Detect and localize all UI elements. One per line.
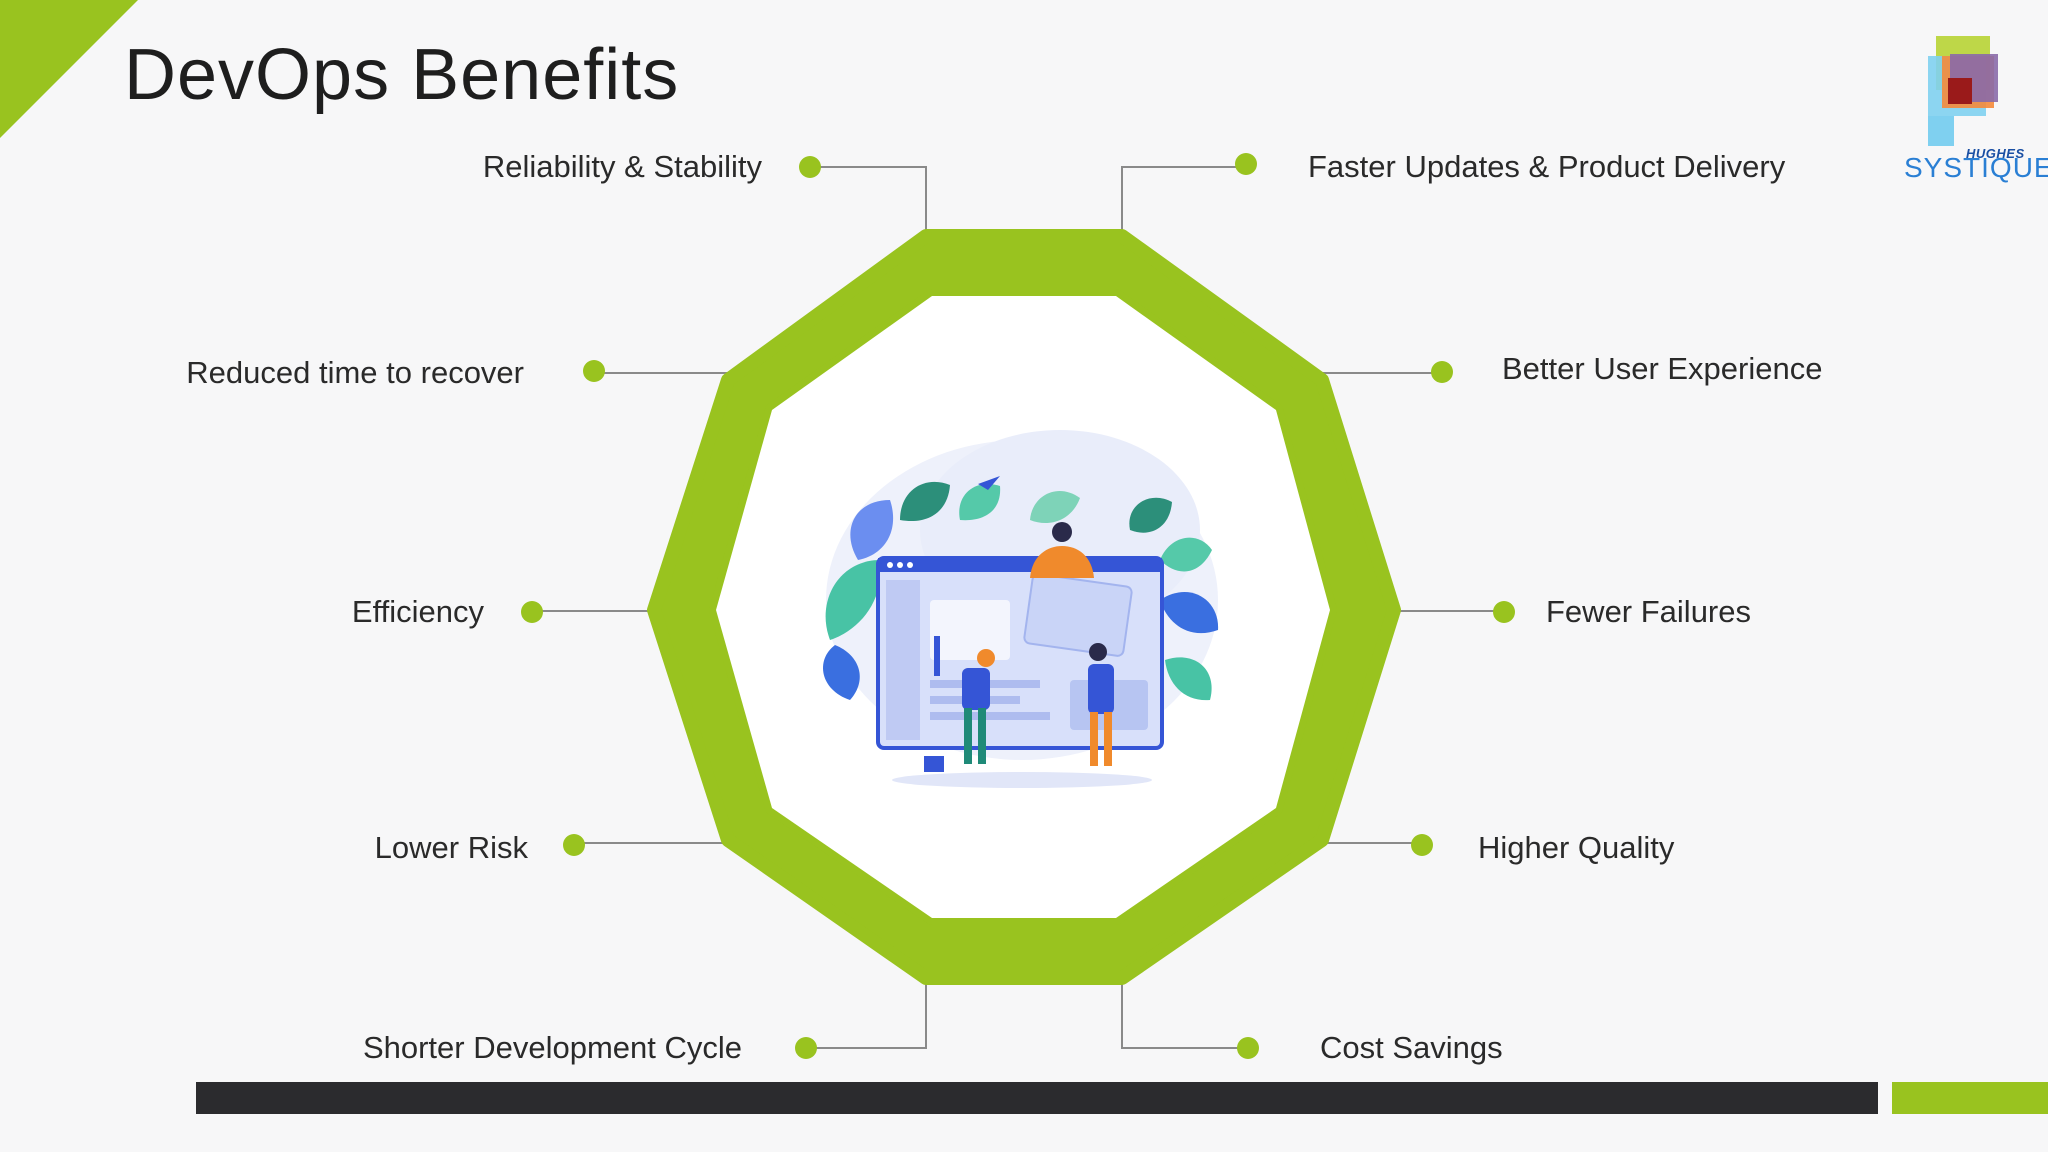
benefit-label-cost-savings: Cost Savings xyxy=(1320,1030,1503,1065)
connector-reliability xyxy=(810,166,927,236)
dot-efficiency xyxy=(521,601,543,623)
benefit-label-reliability-stability: Reliability & Stability xyxy=(482,149,762,184)
team-building-website-illustration xyxy=(823,430,1219,788)
benefit-label-higher-quality: Higher Quality xyxy=(1478,830,1675,865)
company-logo xyxy=(1928,36,1998,146)
connector-lines xyxy=(532,166,1504,1049)
footer-bar-accent xyxy=(1892,1082,2048,1114)
dot-lower-risk xyxy=(563,834,585,856)
dot-reduced-time xyxy=(583,360,605,382)
dot-fewer-failures xyxy=(1493,601,1515,623)
benefit-label-lower-risk: Lower Risk xyxy=(374,830,528,865)
connector-dots xyxy=(521,153,1515,1059)
dot-better-ux xyxy=(1431,361,1453,383)
benefit-label-reduced-time-to-recover: Reduced time to recover xyxy=(186,355,524,390)
dot-cost-savings xyxy=(1237,1037,1259,1059)
connector-faster-updates xyxy=(1121,166,1246,236)
benefit-label-fewer-failures: Fewer Failures xyxy=(1546,594,1751,629)
benefit-label-shorter-development-cycle: Shorter Development Cycle xyxy=(362,1030,742,1065)
footer-bar-dark xyxy=(196,1082,1878,1114)
connector-cost-savings xyxy=(1121,978,1248,1049)
logo-brand-bottom: SYSTIQUE xyxy=(1904,152,2048,183)
page-title: DevOps Benefits xyxy=(124,35,680,115)
dot-reliability xyxy=(799,156,821,178)
benefit-label-efficiency: Efficiency xyxy=(351,594,484,629)
dot-shorter-cycle xyxy=(795,1037,817,1059)
dot-faster-updates xyxy=(1235,153,1257,175)
corner-accent xyxy=(0,0,138,138)
benefit-label-better-user-experience: Better User Experience xyxy=(1502,351,1823,386)
dot-higher-quality xyxy=(1411,834,1433,856)
logo-brand-top: HUGHES xyxy=(1966,146,2025,161)
benefit-label-faster-updates-product-delivery: Faster Updates & Product Delivery xyxy=(1308,149,1786,184)
connector-shorter-cycle xyxy=(806,978,927,1049)
